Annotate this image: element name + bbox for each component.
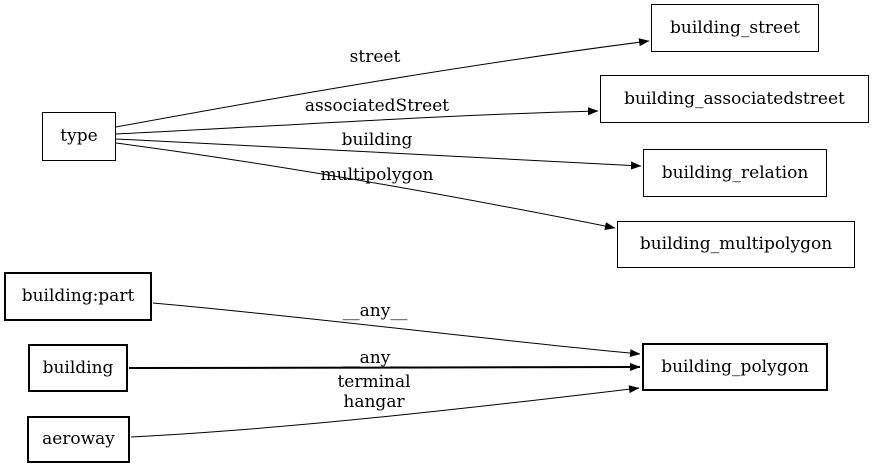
node-building-part: building:part: [4, 272, 152, 321]
node-type: type: [42, 112, 116, 161]
edge-label-multipolygon: multipolygon: [320, 165, 434, 185]
node-building-multipolygon: building_multipolygon: [617, 221, 855, 268]
edge-aeroway-building-polygon: [130, 385, 640, 438]
edge-type-building-multipolygon: [115, 142, 616, 230]
edge-label-hangar: hangar: [343, 392, 405, 412]
edge-building-building-polygon: [128, 363, 641, 372]
edge-type-building-street: [115, 38, 650, 128]
edge-buildingpart-building-polygon: [152, 302, 641, 358]
node-building-street: building_street: [651, 4, 819, 52]
edge-label-any-building: __any__: [342, 348, 408, 368]
edge-type-building-relation: [115, 138, 642, 170]
node-building-polygon: building_polygon: [642, 343, 828, 391]
edge-label-street: street: [349, 47, 401, 67]
edge-label-terminal-hangar: terminal hangar: [337, 372, 410, 412]
edge-type-building-associatedstreet: [115, 107, 599, 135]
node-building: building: [28, 344, 128, 392]
edge-label-any-buildingpart: __any__: [342, 301, 408, 321]
node-aeroway: aeroway: [27, 416, 130, 463]
edge-label-associatedstreet: associatedStreet: [304, 96, 450, 116]
node-building-associatedstreet: building_associatedstreet: [600, 75, 869, 123]
edge-label-terminal: terminal: [337, 372, 411, 392]
edge-label-building: building: [341, 130, 413, 150]
node-building-relation: building_relation: [643, 149, 827, 197]
